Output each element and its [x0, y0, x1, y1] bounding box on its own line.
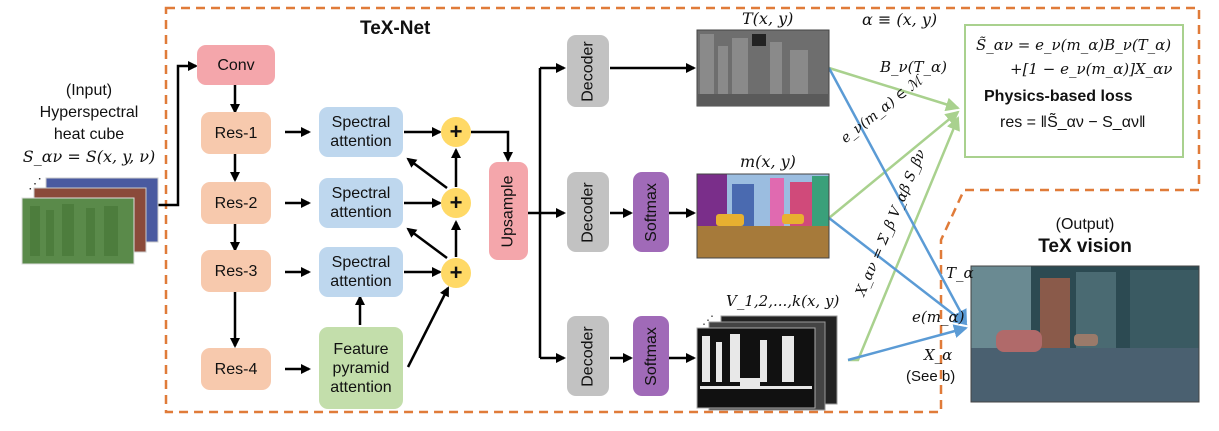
spectral-attention-3: Spectral attention	[319, 247, 403, 297]
plus-node-1: +	[441, 117, 471, 147]
texture-map-stack: ⋰	[696, 313, 838, 411]
input-formula: S_αν = S(x, y, ν)	[22, 147, 156, 166]
upsample-block: Upsample	[489, 162, 528, 260]
planck-label: B_ν(T_α)	[880, 58, 947, 76]
softmax-1: Softmax	[633, 172, 669, 252]
spectral-attention-1: Spectral attention	[319, 107, 403, 157]
decoder-3: Decoder	[567, 316, 609, 396]
output-e-label: e(m_α)	[912, 308, 965, 326]
loss-title: Physics-based loss	[984, 88, 1133, 105]
loss-equation-1: S̃_αν = e_ν(m_α)B_ν(T_α)	[976, 36, 1172, 54]
temperature-label: T(x, y)	[742, 9, 794, 28]
black-arrows	[158, 61, 696, 374]
res4-block: Res-4	[201, 348, 271, 390]
temperature-map-image	[696, 29, 830, 107]
physics-loss-box: S̃_αν = e_ν(m_α)B_ν(T_α) +[1 − e_ν(m_α)]…	[964, 24, 1184, 158]
input-label: (Input) Hyperspectral heat cube S_αν = S…	[14, 80, 164, 168]
tex-vision-image	[970, 265, 1200, 403]
texnet-title: TeX-Net	[360, 18, 431, 39]
decoder-2-label: Decoder	[579, 181, 597, 243]
input-label-line2: Hyperspectral	[39, 104, 139, 121]
decoder-3-label: Decoder	[579, 325, 597, 387]
softmax-1-label: Softmax	[642, 182, 660, 242]
res2-block: Res-2	[201, 182, 271, 224]
output-label: (Output) TeX vision	[1000, 216, 1170, 258]
res3-block: Res-3	[201, 250, 271, 292]
upsample-label: Upsample	[500, 174, 517, 248]
alpha-definition: α ≡ (x, y)	[862, 10, 938, 29]
res1-block: Res-1	[201, 112, 271, 154]
input-hyperspectral-cube: ⋰	[21, 175, 159, 265]
output-label-line1: (Output)	[1055, 216, 1115, 233]
feature-pyramid-attention: Feature pyramid attention	[319, 327, 403, 409]
output-T-label: T_α	[946, 264, 974, 282]
svg-text:⋰: ⋰	[702, 313, 714, 327]
input-label-line3: heat cube	[53, 126, 125, 143]
svg-text:⋰: ⋰	[28, 175, 42, 191]
texnet-boundary	[164, 6, 1201, 414]
decoder-1-label: Decoder	[579, 40, 597, 102]
loss-equation-2: +[1 − e_ν(m_α)]X_αν	[1010, 60, 1173, 78]
plus-node-2: +	[441, 188, 471, 218]
material-label: m(x, y)	[740, 152, 796, 171]
output-X-label: X_α	[924, 346, 953, 364]
output-see-b: (See b)	[906, 368, 956, 385]
softmax-2-label: Softmax	[642, 326, 660, 386]
input-label-line1: (Input)	[65, 82, 113, 99]
decoder-1: Decoder	[567, 35, 609, 107]
output-label-line2: TeX vision	[1038, 236, 1132, 257]
decoder-2: Decoder	[567, 172, 609, 252]
spectral-attention-2: Spectral attention	[319, 178, 403, 228]
conv-block: Conv	[197, 45, 275, 85]
material-map-image	[696, 173, 830, 259]
loss-residual: res = ‖S̃_αν − S_αν‖	[1000, 114, 1146, 131]
plus-node-3: +	[441, 258, 471, 288]
texture-label: V_1,2,...,k(x, y)	[726, 292, 840, 310]
output-arrows-blue	[827, 67, 968, 362]
softmax-2: Softmax	[633, 316, 669, 396]
